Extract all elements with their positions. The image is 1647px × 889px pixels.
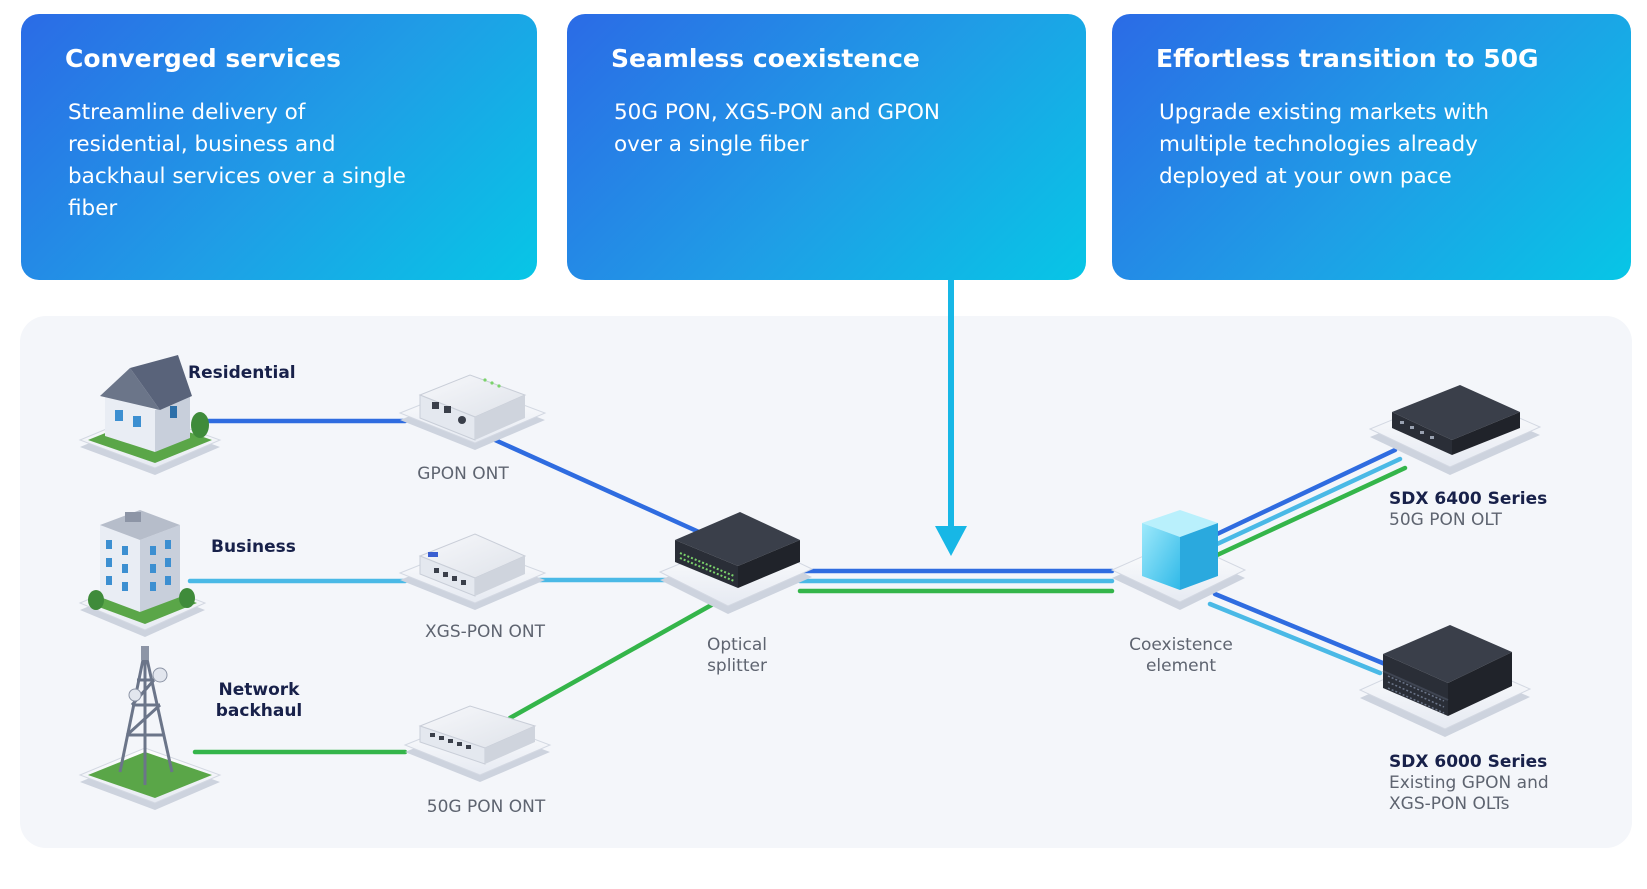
label-coexistence-element: Coexistence element — [1129, 635, 1233, 676]
olt-title: SDX 6000 Series — [1389, 752, 1548, 772]
50g-pon-ont-icon — [403, 705, 552, 782]
coexistence-element-cube-icon — [1110, 510, 1247, 610]
card-title: Seamless coexistence — [611, 44, 920, 73]
label-gpon-ont: GPON ONT — [417, 464, 509, 484]
card-text: Upgrade existing markets with multiple t… — [1159, 100, 1489, 189]
house-icon — [78, 355, 222, 475]
label-sdx-6400: SDX 6400 Series 50G PON OLT — [1389, 489, 1547, 531]
label-optical-splitter: Optical splitter — [706, 635, 768, 676]
label-xgs-pon-ont: XGS-PON ONT — [425, 622, 545, 642]
optical-splitter-icon — [658, 512, 814, 614]
link-50g-splitter — [507, 600, 718, 721]
cell-tower-icon — [78, 646, 222, 810]
card-converged-services: Converged services Streamline delivery o… — [21, 14, 537, 280]
card-transition-50g: Effortless transition to 50G Upgrade exi… — [1112, 14, 1631, 280]
link-coex-6000-xgs — [1207, 601, 1383, 676]
olt-title: SDX 6400 Series — [1389, 489, 1548, 509]
label-50g-pon-ont: 50G PON ONT — [426, 797, 546, 817]
card-title: Effortless transition to 50G — [1156, 44, 1539, 73]
gpon-ont-icon — [398, 374, 547, 450]
sdx-6000-olt-icon — [1358, 625, 1532, 737]
label-residential: Residential — [188, 363, 296, 383]
label-sdx-6000: SDX 6000 Series Existing GPON and XGS-PO… — [1389, 752, 1574, 815]
link-coex-6400-xgs — [1212, 456, 1403, 548]
link-coex-6400-50g — [1212, 465, 1408, 559]
card-seamless-coexistence: Seamless coexistence 50G PON, XGS-PON an… — [567, 14, 1086, 280]
olt-subtitle: 50G PON OLT — [1389, 510, 1502, 530]
link-coex-6000-gpon — [1212, 591, 1388, 667]
fiber-links — [187, 418, 1408, 755]
label-network-backhaul: Network backhaul — [215, 680, 303, 721]
card-text: 50G PON, XGS-PON and GPON over a single … — [614, 100, 941, 157]
card-title: Converged services — [65, 44, 342, 73]
card-text: Streamline delivery of residential, busi… — [68, 100, 406, 221]
xgs-pon-ont-icon — [398, 533, 547, 610]
link-gpon-splitter — [492, 437, 713, 540]
sdx-6400-olt-icon — [1368, 385, 1542, 475]
link-coex-6400-gpon — [1212, 447, 1398, 538]
coexistence-arrow — [935, 280, 967, 556]
office-building-icon — [78, 510, 207, 637]
olt-subtitle: Existing GPON and XGS-PON OLTs — [1389, 773, 1549, 814]
label-business: Business — [211, 537, 296, 557]
